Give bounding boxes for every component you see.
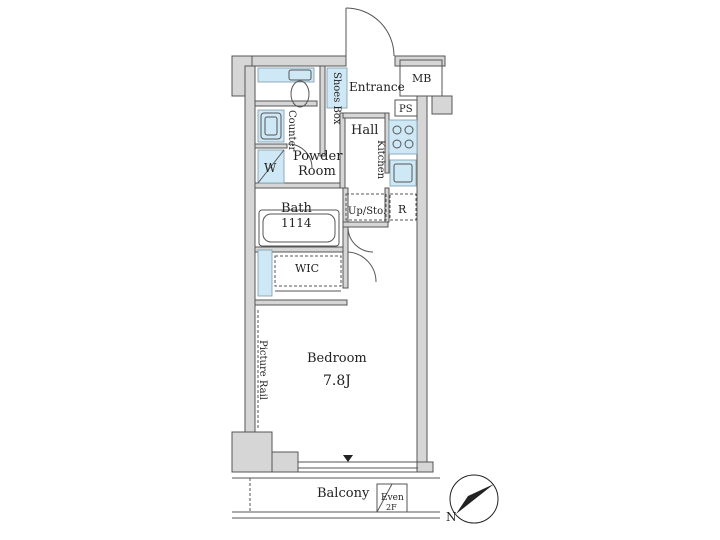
wic-area [274,255,342,292]
entrance-label: Entrance [349,80,405,94]
bath-door [347,227,374,253]
refrigerator-label: R [398,203,407,216]
refrigerator-space [389,193,417,221]
bathtub-icon [258,209,340,247]
exterior-walls [231,55,453,473]
kitchen-sink-icon [393,163,413,183]
up-storage [345,193,387,221]
window-marker [343,455,353,462]
even-label-2: 2F [386,503,397,512]
picture-rail-label: Picture Rail [257,340,268,400]
powder-room-label-2: Room [298,164,336,179]
ps-label: PS [399,104,413,115]
mb-box [399,59,443,97]
compass: N [446,474,499,524]
wic-label: WIC [295,262,319,275]
counter-label: Counter [286,110,297,151]
bedroom-size-label: 7.8J [323,373,351,389]
washer-label: W [264,161,277,175]
up-sto-label: Up/Sto. [348,206,386,217]
compass-north-label: N [446,510,457,524]
sink-icon [260,112,282,140]
washer-diagonal [257,149,285,184]
hall-label: Hall [351,123,378,138]
balcony-label: Balcony [317,486,370,501]
powder-room-label-1: Powder [293,149,343,164]
even-label-1: Even [381,493,404,503]
bath-label: Bath [281,201,313,216]
interior-walls [254,65,390,306]
ps-box [394,99,418,117]
balcony-area [232,477,440,519]
shoes-box-label: Shoes Box [331,72,342,125]
mb-label: MB [412,72,431,85]
bath-size-label: 1114 [281,216,312,230]
entrance-door [345,7,395,57]
powder-door [287,143,313,169]
toilet-icon [288,69,312,108]
stove-icon [392,125,414,149]
kitchen-label: Kitchen [375,140,386,180]
bedroom-label: Bedroom [307,351,367,366]
compass-arrow-icon [456,484,494,514]
wic-door [347,251,377,283]
